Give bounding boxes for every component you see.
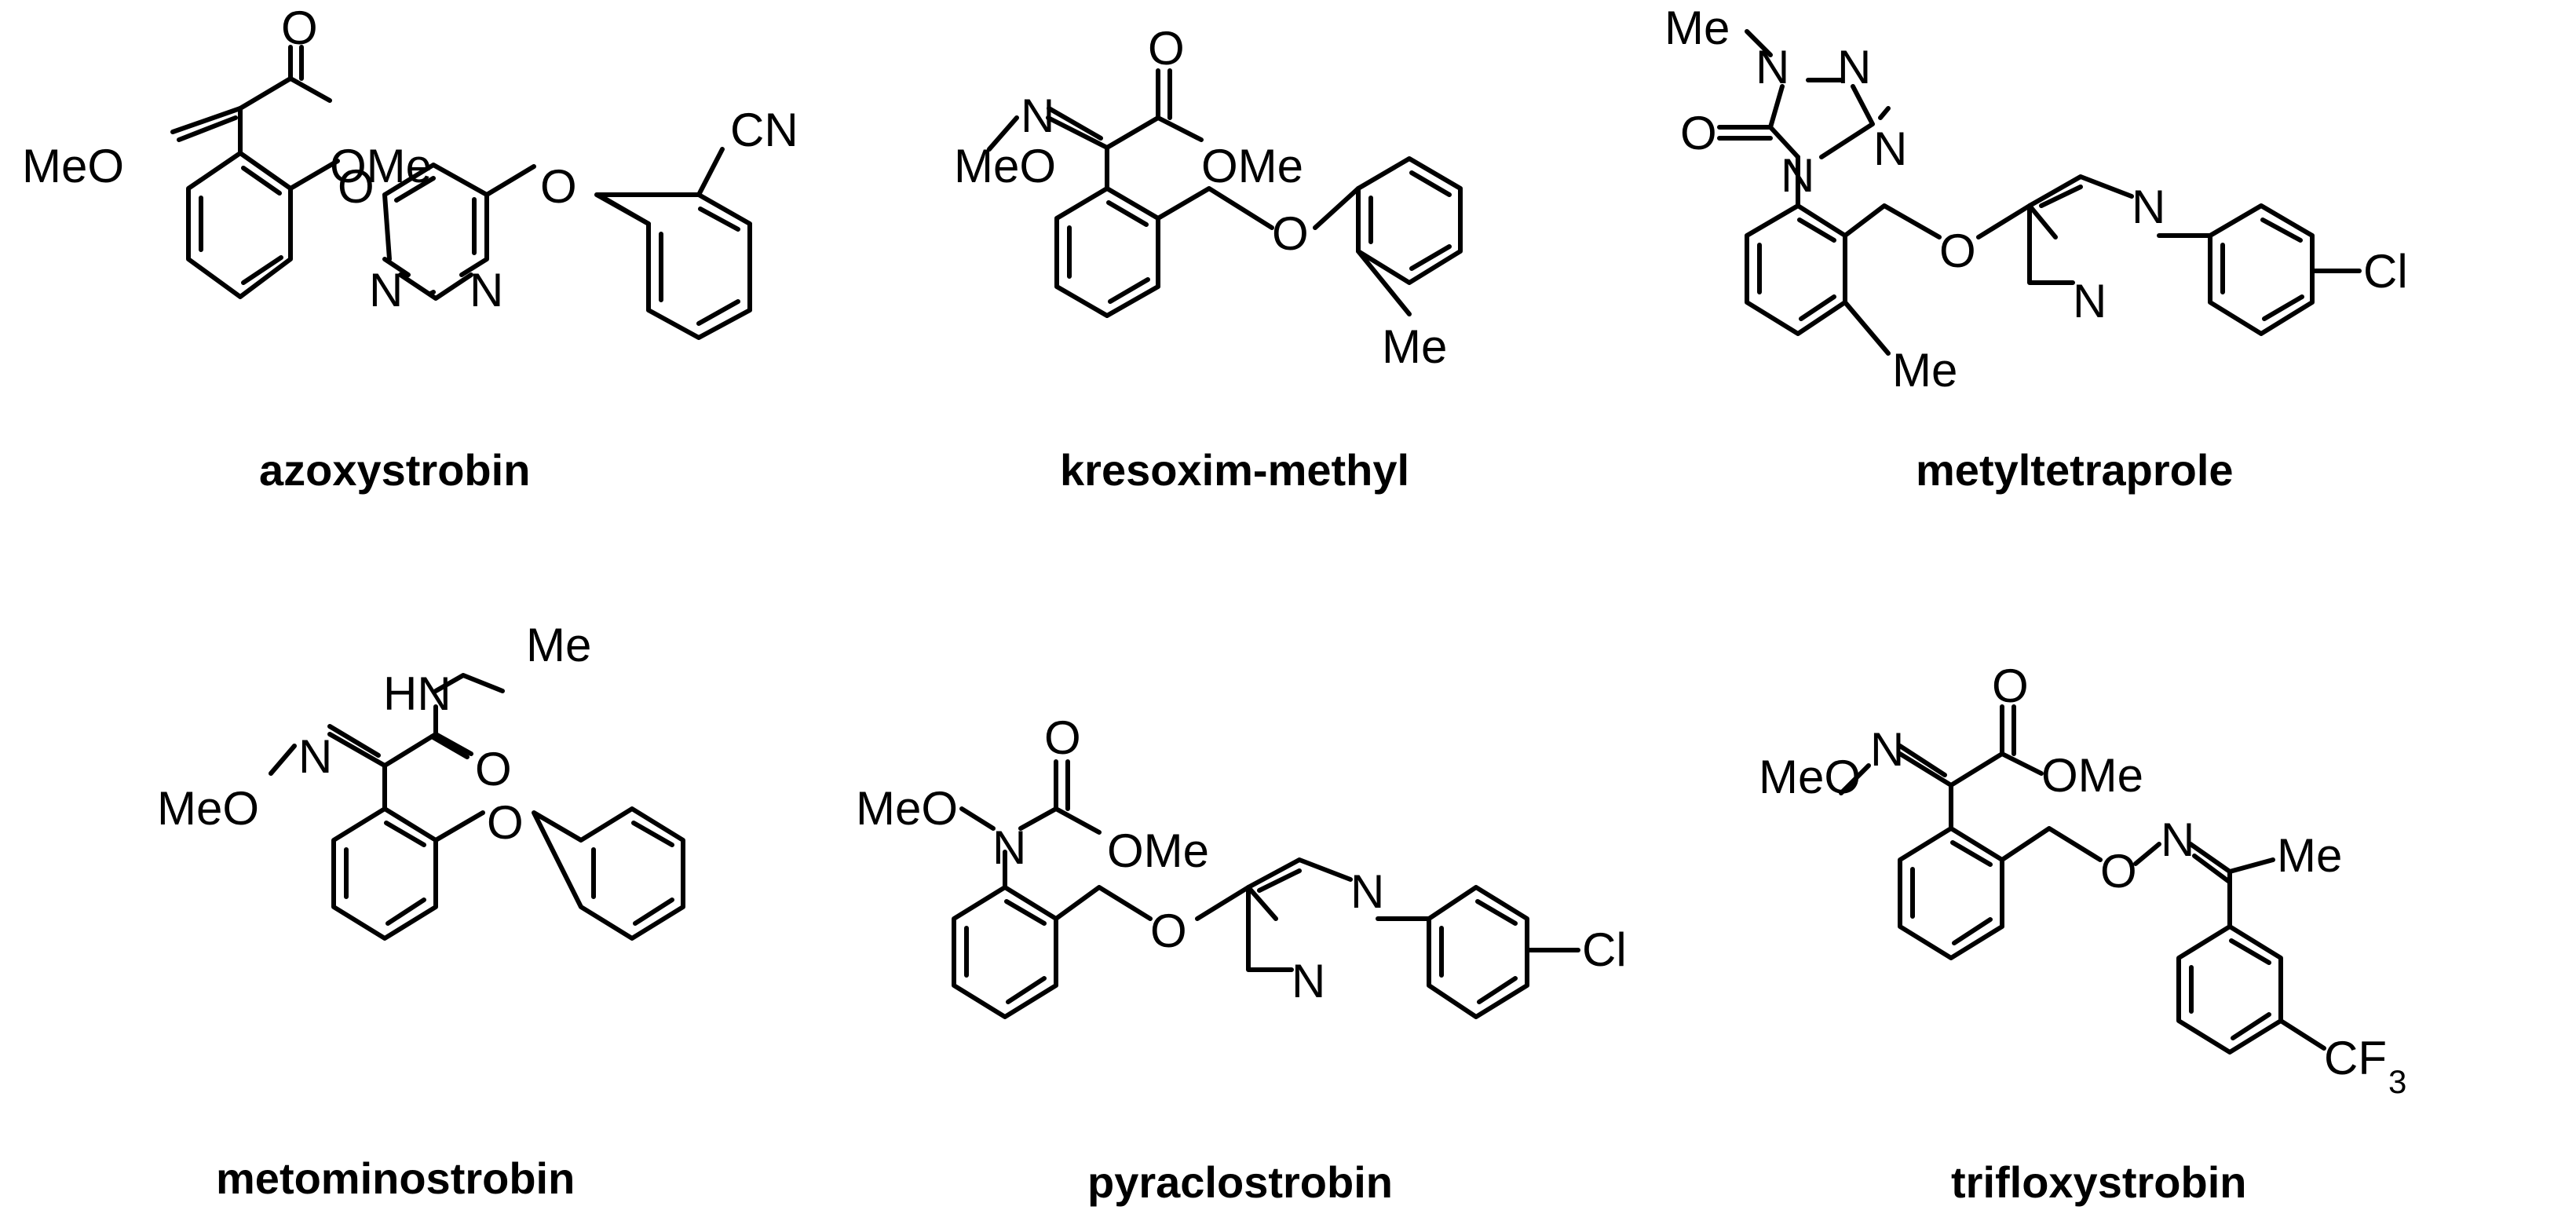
azoxystrobin-ome-label: OMe xyxy=(330,140,432,192)
trifloxystrobin-meo-label: MeO xyxy=(1759,751,1861,803)
pyraclostrobin-ome-label: OMe xyxy=(1107,824,1209,877)
metyltetraprole-n4-label: N xyxy=(1781,149,1814,202)
pyraclostrobin-cl-label: Cl xyxy=(1582,923,1627,976)
metominostrobin-structure: Me HN MeO N O O metominostrobin xyxy=(157,619,685,1203)
metyltetraprole-n1-label: N xyxy=(1756,41,1789,93)
metominostrobin-meo-label: MeO xyxy=(157,782,259,835)
azoxystrobin-cn-label: CN xyxy=(730,104,798,156)
pyraclostrobin-pyrazole-n1-label: N xyxy=(1350,865,1384,918)
kresoxim-methyl-structure: MeO N O OMe O Me kresoxim-methyl xyxy=(954,22,1463,495)
pyraclostrobin-n-label: N xyxy=(992,821,1026,874)
metominostrobin-carbonyl-o-label: O xyxy=(475,743,512,795)
trifloxystrobin-link-o-label: O xyxy=(2100,845,2137,897)
trifloxystrobin-me-label: Me xyxy=(2277,829,2342,882)
trifloxystrobin-subscript-3: 3 xyxy=(2388,1063,2406,1100)
azoxystrobin-carbonyl-o-label: O xyxy=(281,2,318,54)
azoxystrobin-structure: MeO O OMe O N N O CN azoxystrobin xyxy=(22,2,798,495)
pyraclostrobin-structure: MeO O N OMe O N N Cl pyraclostrobin xyxy=(856,711,1627,1207)
metyltetraprole-carbonyl-o-label: O xyxy=(1680,107,1717,159)
pyraclostrobin-ether-o-label: O xyxy=(1150,905,1187,957)
metominostrobin-hn-label: HN xyxy=(383,667,451,720)
metominostrobin-ether-o-label: O xyxy=(487,796,524,849)
trifloxystrobin-structure: MeO N O OMe O N Me CF 3 trifloxystrobin xyxy=(1759,660,2406,1207)
metyltetraprole-me-top-label: Me xyxy=(1664,2,1730,54)
kresoxim-n-label: N xyxy=(1021,90,1054,142)
trifloxystrobin-ome-label: OMe xyxy=(2041,749,2143,802)
kresoxim-me-label: Me xyxy=(1382,320,1447,373)
azoxystrobin-name: azoxystrobin xyxy=(259,445,530,495)
metyltetraprole-pyrazole-n2-label: N xyxy=(2073,275,2106,327)
azoxystrobin-ether-o1-label: O xyxy=(338,160,375,213)
metyltetraprole-ether-o-label: O xyxy=(1939,225,1976,277)
metominostrobin-n-label: N xyxy=(298,730,332,783)
kresoxim-ome-label: OMe xyxy=(1201,140,1303,192)
trifloxystrobin-carbonyl-o-label: O xyxy=(1992,660,2029,712)
trifloxystrobin-n-label: N xyxy=(1870,723,1904,776)
metyltetraprole-structure: Me N N N N O O N N Cl Me metyltetraprole xyxy=(1664,2,2408,495)
metyltetraprole-cl-label: Cl xyxy=(2363,245,2408,298)
trifloxystrobin-name: trifloxystrobin xyxy=(1951,1157,2246,1207)
metominostrobin-me-label: Me xyxy=(526,619,591,671)
metominostrobin-name: metominostrobin xyxy=(216,1153,575,1203)
kresoxim-carbonyl-o-label: O xyxy=(1148,22,1185,75)
azoxystrobin-pyrimidine-n2-label: N xyxy=(470,264,503,316)
metyltetraprole-name: metyltetraprole xyxy=(1916,445,2234,495)
trifloxystrobin-cf-label: CF xyxy=(2324,1032,2387,1084)
metyltetraprole-me-ring-label: Me xyxy=(1892,344,1957,397)
pyraclostrobin-name: pyraclostrobin xyxy=(1087,1157,1393,1207)
metyltetraprole-n3-label: N xyxy=(1873,122,1907,175)
metyltetraprole-pyrazole-n1-label: N xyxy=(2132,181,2165,233)
pyraclostrobin-meo-label: MeO xyxy=(856,782,958,835)
kresoxim-meo-label: MeO xyxy=(954,140,1056,192)
azoxystrobin-ether-o2-label: O xyxy=(540,160,577,213)
azoxystrobin-meo-label: MeO xyxy=(22,140,124,192)
kresoxim-methyl-name: kresoxim-methyl xyxy=(1060,445,1409,495)
pyraclostrobin-carbonyl-o-label: O xyxy=(1044,711,1081,764)
azoxystrobin-pyrimidine-n1-label: N xyxy=(369,264,403,316)
trifloxystrobin-oxime-n-label: N xyxy=(2161,813,2194,866)
kresoxim-ether-o-label: O xyxy=(1272,207,1309,260)
pyraclostrobin-pyrazole-n2-label: N xyxy=(1292,955,1325,1007)
metyltetraprole-n2-label: N xyxy=(1837,41,1871,93)
